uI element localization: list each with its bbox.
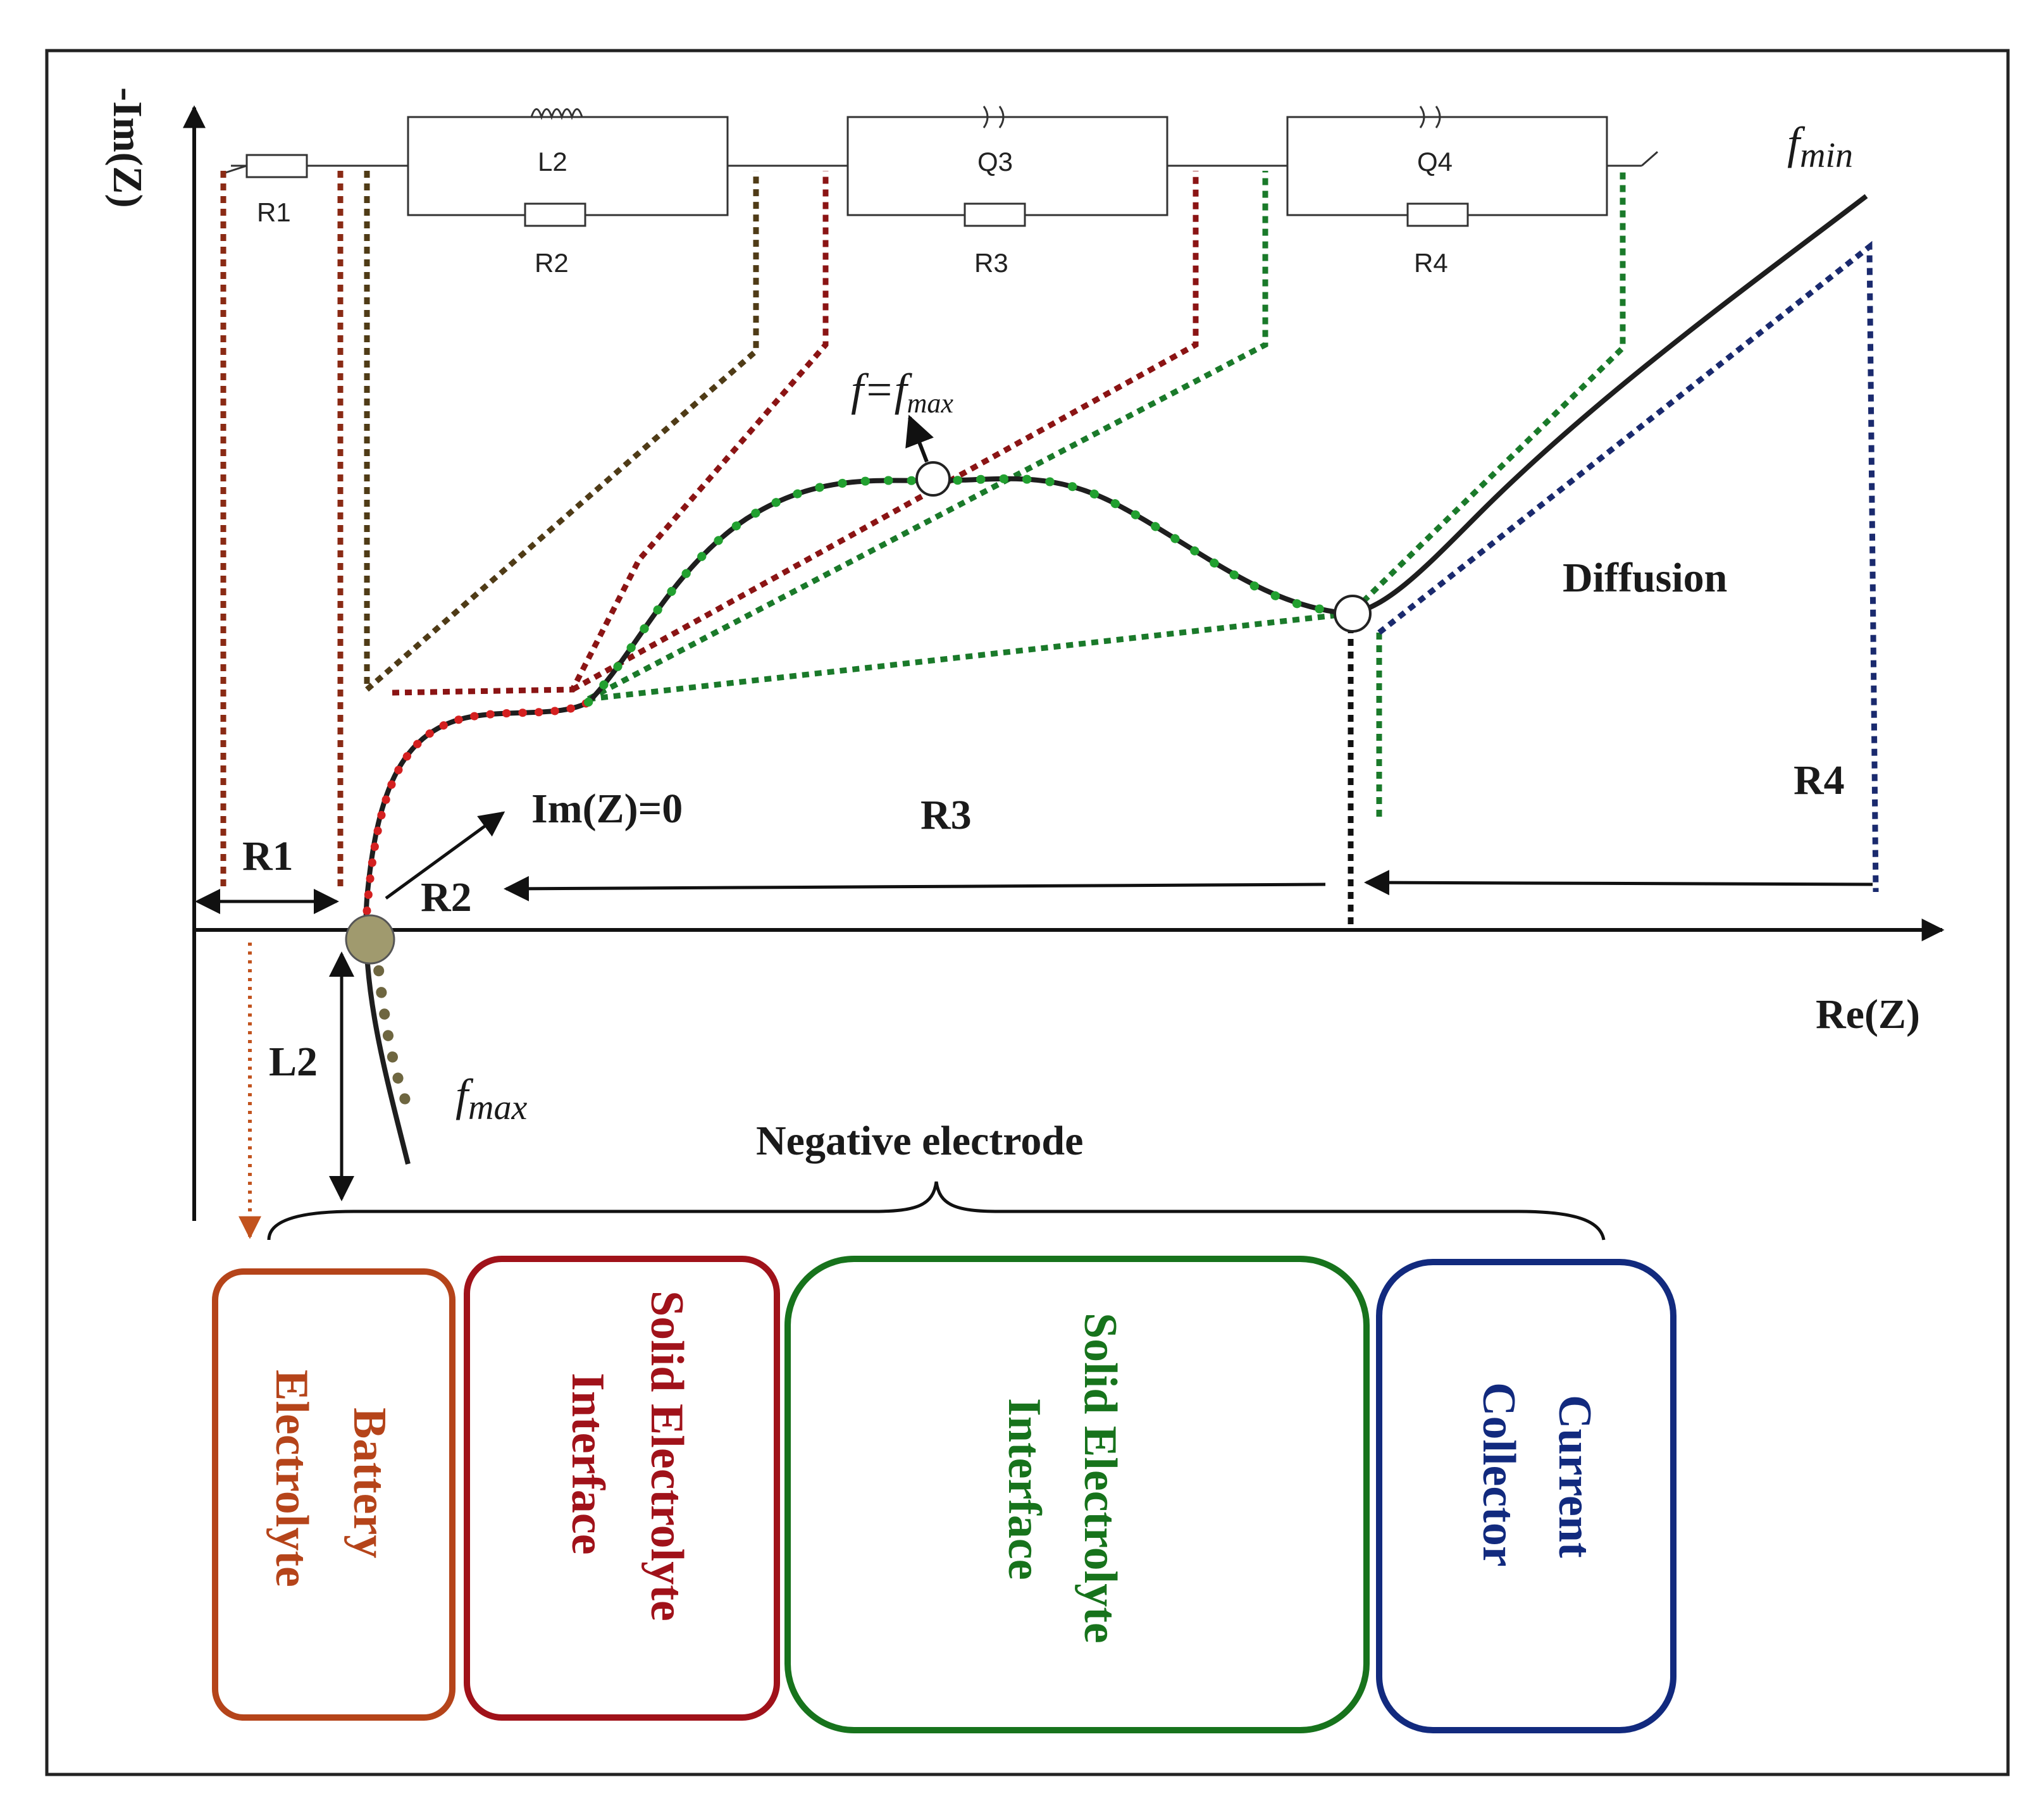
arrow-f-eq-fmax xyxy=(905,414,934,463)
connector-l2r2-red xyxy=(392,171,829,696)
nyquist-curve xyxy=(363,194,1868,1165)
label-im-zero: Im(Z)=0 xyxy=(531,786,683,832)
red-dotted-overlay xyxy=(363,698,593,915)
resistor-r4-icon xyxy=(1406,202,1469,227)
label-r4: R4 xyxy=(1794,757,1845,803)
label-r2: R2 xyxy=(421,874,472,920)
label-f-eq-fmax: f=fmax xyxy=(851,364,953,419)
f-max-marker xyxy=(345,914,395,965)
circuit-label-r1: R1 xyxy=(257,197,291,227)
label-f-min: fmin xyxy=(1787,118,1853,175)
label-l2: L2 xyxy=(269,1039,318,1085)
circuit-label-r3: R3 xyxy=(974,248,1008,278)
transition-marker xyxy=(1334,595,1372,633)
cpe-q4-icon xyxy=(1419,106,1441,128)
svg-text:Interface: Interface xyxy=(998,1398,1050,1580)
label-diffusion: Diffusion xyxy=(1563,555,1727,601)
peak-marker xyxy=(915,461,951,497)
green-dotted-overlay xyxy=(584,474,1339,707)
arrow-im-zero xyxy=(385,811,505,900)
svg-text:Battery: Battery xyxy=(344,1408,395,1558)
olive-dotted-tail xyxy=(371,943,417,1119)
negative-electrode-brace xyxy=(267,1181,1606,1241)
circuit-label-r4: R4 xyxy=(1414,248,1448,278)
box-current-collector: Current Collector xyxy=(1376,1259,1676,1733)
cpe-q3-icon xyxy=(982,106,1005,128)
connector-lines xyxy=(220,171,1879,930)
label-r1: R1 xyxy=(242,833,294,879)
box-battery-electrolyte: Battery Electrolyte xyxy=(212,1268,456,1721)
svg-text:Interface: Interface xyxy=(562,1373,614,1555)
x-axis-label: Re(Z) xyxy=(1816,991,1920,1037)
circuit-label-q3: Q3 xyxy=(977,147,1013,176)
circuit-label-r2: R2 xyxy=(535,248,569,278)
resistor-r1-icon xyxy=(245,154,308,178)
connector-l2r2-brown xyxy=(364,171,759,696)
parallel-block-l2-r2 xyxy=(407,116,729,216)
arrow-r3 xyxy=(504,876,1326,901)
label-f-max: fmax xyxy=(456,1070,527,1127)
svg-text:Solid Electrolyte: Solid Electrolyte xyxy=(1074,1313,1126,1644)
box-sei-red: Solid Electrolyte Interface xyxy=(464,1256,780,1721)
arrow-r4 xyxy=(1364,870,1873,896)
label-r3: R3 xyxy=(920,792,972,838)
y-axis-label: -Im(Z) xyxy=(104,87,151,208)
resistor-r2-icon xyxy=(524,202,586,227)
box-sei-green: Solid Electrolyte Interface xyxy=(784,1256,1370,1733)
circuit-label-l2: L2 xyxy=(538,147,567,176)
svg-text:Collector: Collector xyxy=(1473,1382,1525,1567)
svg-text:Solid Electrolyte: Solid Electrolyte xyxy=(641,1291,693,1621)
label-negative-electrode: Negative electrode xyxy=(756,1118,1083,1164)
connector-q4-green xyxy=(588,171,1626,702)
svg-text:Electrolyte: Electrolyte xyxy=(266,1370,318,1587)
outer-frame xyxy=(45,49,2010,1776)
connector-q3-green xyxy=(586,171,1268,702)
resistor-r3-icon xyxy=(964,202,1026,227)
circuit-label-q4: Q4 xyxy=(1417,147,1453,176)
connector-diffusion-navy xyxy=(1377,240,1879,893)
inductor-l2-icon xyxy=(530,108,583,120)
equivalent-circuit xyxy=(221,106,1658,227)
connector-q3-red xyxy=(571,171,1199,692)
svg-text:Current: Current xyxy=(1549,1395,1601,1558)
